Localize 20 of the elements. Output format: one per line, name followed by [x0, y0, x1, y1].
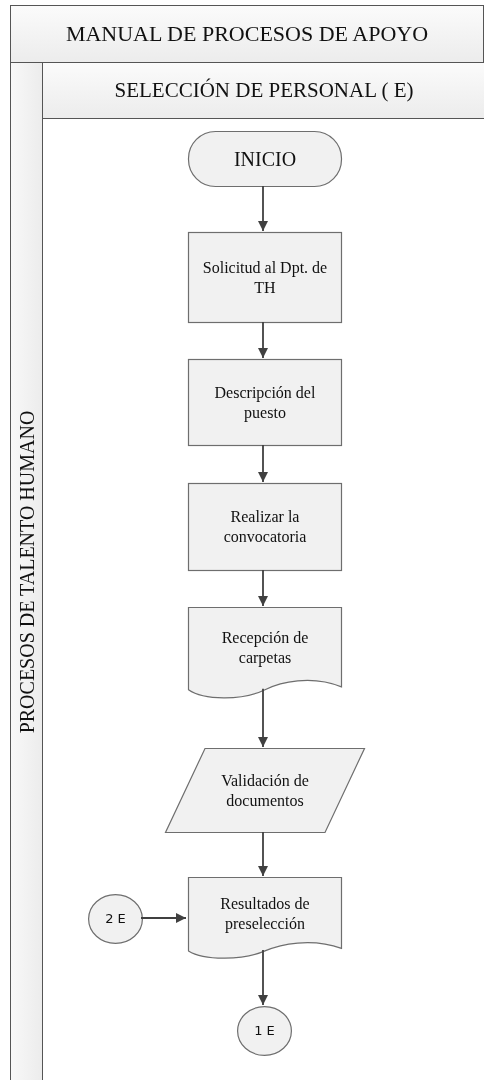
step-label: Realizar la convocatoria: [222, 507, 308, 547]
step-label: Solicitud al Dpt. de TH: [201, 257, 329, 298]
lane-title: SELECCIÓN DE PERSONAL ( E): [43, 63, 484, 119]
arrow: [140, 913, 187, 923]
step-label: INICIO: [232, 146, 298, 172]
step-label: Validación de documentos: [220, 770, 310, 811]
step-label: Descripción del puesto: [213, 382, 317, 423]
connector-label: 1 E: [254, 1022, 275, 1040]
arrow: [258, 949, 268, 1006]
step-label: Recepción de carpetas: [220, 628, 310, 669]
connector-label: 2 E: [105, 910, 126, 928]
arrow: [258, 185, 268, 232]
pool-title: MANUAL DE PROCESOS DE APOYO: [11, 6, 483, 63]
arrow: [258, 444, 268, 483]
arrow: [258, 569, 268, 607]
arrow: [258, 321, 268, 359]
arrow: [258, 831, 268, 877]
arrow: [258, 687, 268, 748]
step-label: Resultados de preselección: [219, 893, 311, 934]
lane-title: PROCESOS DE TALENTO HUMANO: [16, 410, 39, 734]
